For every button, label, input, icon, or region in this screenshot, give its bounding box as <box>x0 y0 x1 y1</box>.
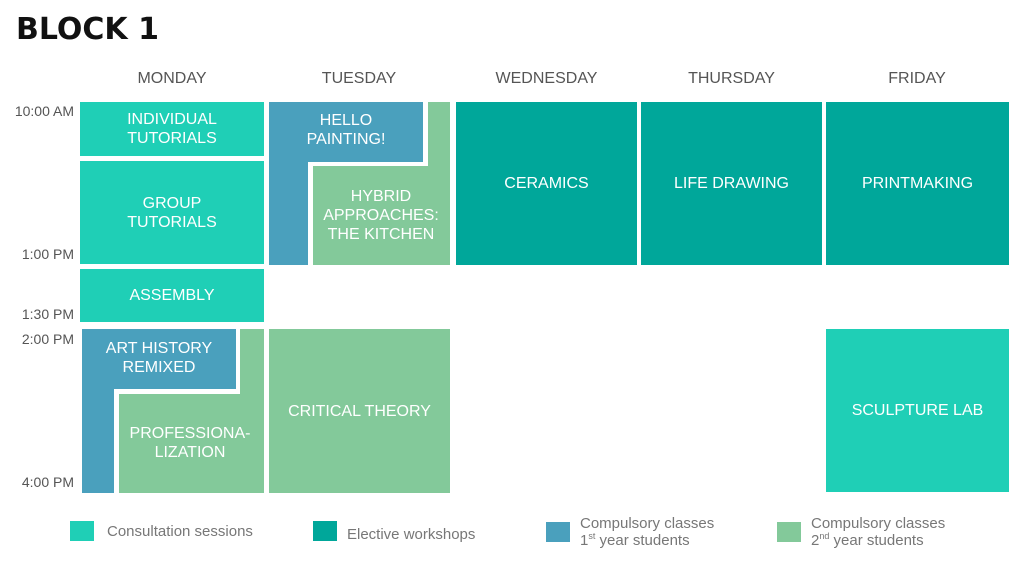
day-header-tuesday: TUESDAY <box>321 70 397 87</box>
block-label: ASSEMBLY <box>129 287 215 304</box>
block-label: CERAMICS <box>504 175 589 192</box>
legend-line2: year students <box>829 532 924 549</box>
time-label-1330: 1:30 PM <box>21 306 74 322</box>
legend-swatch-compulsory-1st <box>546 522 570 542</box>
block-label-professionalization: PROFESSIONA- LIZATION <box>129 425 251 461</box>
day-header-friday: FRIDAY <box>888 70 946 87</box>
block-ceramics: CERAMICS <box>456 102 637 265</box>
block-label: INDIVIDUAL TUTORIALS <box>127 111 217 147</box>
block-art-history-remixed <box>82 329 236 493</box>
block-label-hybrid-approaches: HYBRID APPROACHES: THE KITCHEN <box>323 188 439 243</box>
legend-label-consultation: Consultation sessions <box>107 523 253 540</box>
block-label: GROUP TUTORIALS <box>127 194 217 231</box>
block-life-drawing: LIFE DRAWING <box>641 102 822 265</box>
legend-swatch-elective <box>313 521 337 541</box>
block-label: LIFE DRAWING <box>674 175 789 192</box>
legend-line1: Compulsory classes <box>580 515 715 532</box>
legend-line1: Compulsory classes <box>811 515 946 532</box>
legend-swatch-compulsory-2nd <box>777 522 801 542</box>
block-label: SCULPTURE LAB <box>851 402 984 419</box>
block-label: CRITICAL THEORY <box>288 402 431 420</box>
legend-label-compulsory-2nd: Compulsory classes 2nd year students <box>811 515 945 549</box>
day-header-thursday: THURSDAY <box>688 70 775 87</box>
page-title: BLOCK 1 <box>16 12 159 47</box>
legend-ordinal-suffix: nd <box>819 531 830 541</box>
block-sculpture-lab: SCULPTURE LAB <box>826 329 1009 492</box>
legend-ordinal: 1 <box>580 532 589 549</box>
block-group-tutorials: GROUP TUTORIALS <box>80 161 264 264</box>
block-assembly: ASSEMBLY <box>80 269 264 322</box>
day-header-wednesday: WEDNESDAY <box>495 70 598 87</box>
block-label-art-history: ART HISTORY REMIXED <box>105 340 213 376</box>
block-label: PRINTMAKING <box>861 175 974 192</box>
time-label-1300: 1:00 PM <box>21 246 74 262</box>
legend-ordinal: 2 <box>811 532 820 549</box>
time-label-1600: 4:00 PM <box>21 474 74 490</box>
legend-label-elective: Elective workshops <box>347 526 476 543</box>
time-label-1400: 2:00 PM <box>21 331 74 347</box>
legend-swatch-consultation <box>70 521 94 541</box>
block-hello-painting <box>269 102 423 265</box>
time-label-1000: 10:00 AM <box>14 103 74 119</box>
block-individual-tutorials: INDIVIDUAL TUTORIALS <box>80 102 264 156</box>
day-header-monday: MONDAY <box>137 70 207 87</box>
legend-ordinal-suffix: st <box>588 531 596 541</box>
block-professionalization <box>119 329 264 493</box>
block-critical-theory: CRITICAL THEORY <box>269 329 450 493</box>
block-hybrid-approaches <box>313 102 450 265</box>
legend-line2: year students <box>595 532 690 549</box>
block-label-hello-painting: HELLO PAINTING! <box>306 112 386 148</box>
legend-label-compulsory-1st: Compulsory classes 1st year students <box>580 515 714 549</box>
block-printmaking: PRINTMAKING <box>826 102 1009 265</box>
